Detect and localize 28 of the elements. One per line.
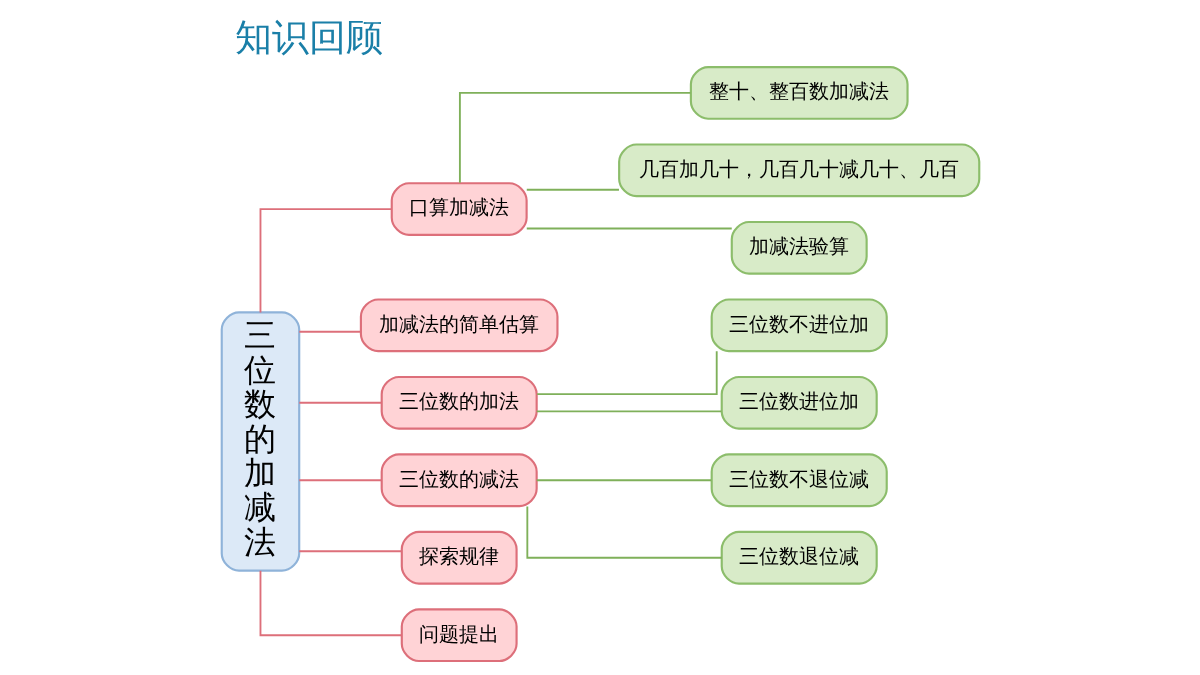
connector	[525, 227, 733, 230]
node-box: 三位数的加法	[380, 375, 538, 430]
connector	[297, 330, 362, 333]
node-box: 口算加减法	[390, 182, 528, 236]
node-box: 三位数的减法	[380, 453, 538, 508]
node-box: 三位数不退位减	[710, 453, 888, 508]
connector	[535, 350, 718, 396]
connector	[535, 410, 722, 413]
connector	[458, 91, 691, 184]
connector	[525, 505, 723, 559]
connector	[297, 550, 403, 553]
node-box: 三位数退位减	[720, 530, 878, 585]
connector	[297, 401, 382, 404]
node-box: 三位数进位加	[720, 375, 878, 430]
diagram-title: 知识回顾	[234, 14, 383, 59]
node-box: 加减法的简单估算	[359, 298, 559, 353]
connector	[259, 569, 403, 637]
node-box: 整十、整百数加减法	[689, 66, 909, 120]
connector	[525, 188, 620, 191]
node-box: 探索规律	[400, 530, 518, 585]
node-box: 几百加几十，几百几十减几十、几百	[617, 143, 980, 198]
connector	[259, 208, 392, 314]
connector	[297, 479, 382, 482]
node-box: 三位数的加减法	[220, 311, 300, 572]
node-box: 问题提出	[400, 608, 518, 663]
node-box: 三位数不进位加	[710, 298, 888, 353]
node-box: 加减法验算	[730, 220, 868, 275]
connector	[535, 479, 712, 482]
